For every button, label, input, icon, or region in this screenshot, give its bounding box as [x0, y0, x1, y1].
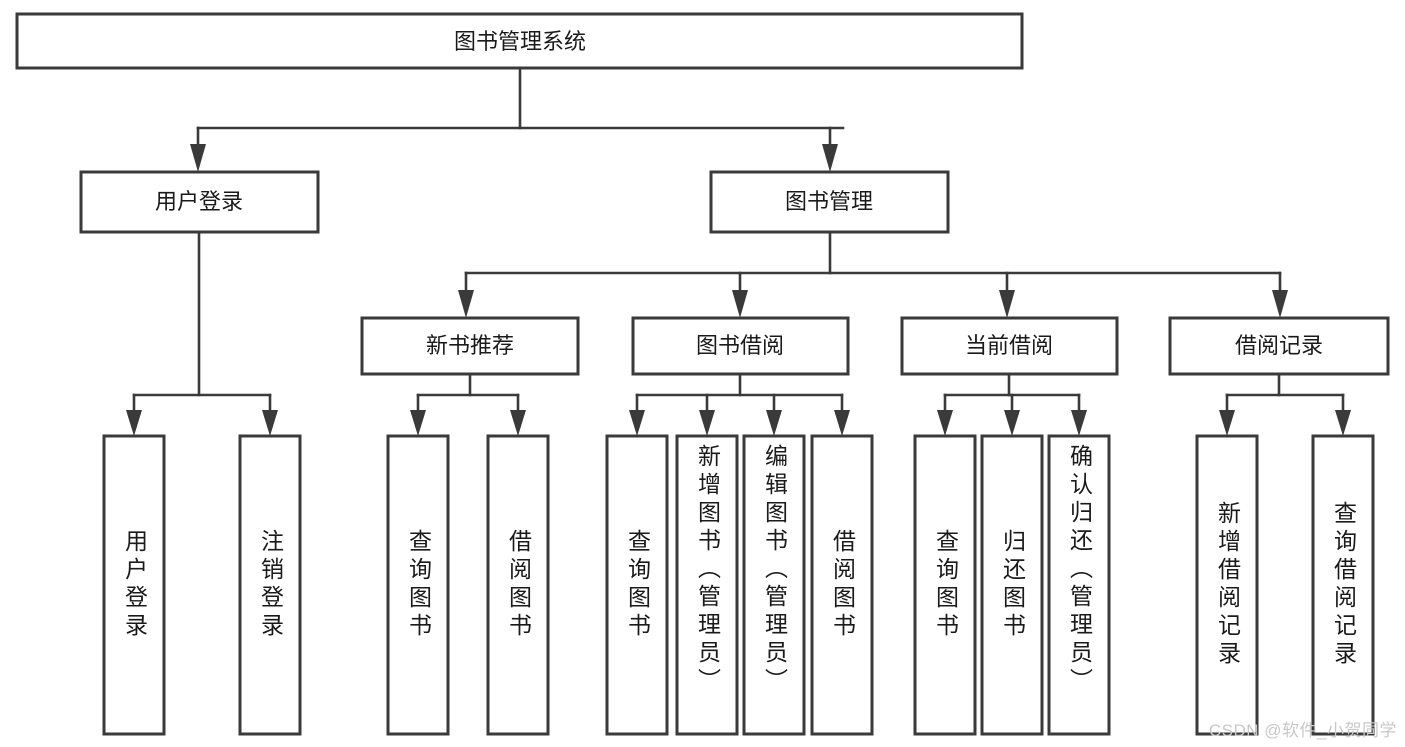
node-book-borrow-label: 图书借阅 [696, 333, 784, 358]
leaf-rect-add-book[interactable] [675, 434, 739, 736]
node-root-label: 图书管理系统 [454, 29, 586, 54]
node-user-login[interactable]: 用户登录 [79, 170, 320, 234]
connector-newbook-to-leaves [410, 372, 526, 436]
leaf-rect-query-book-bor[interactable] [605, 434, 669, 736]
leaf-rect-return-book[interactable] [980, 434, 1044, 736]
node-borrow-record[interactable]: 借阅记录 [1168, 316, 1390, 376]
leaf-rect-edit-book[interactable] [742, 434, 806, 736]
node-new-book-recommend[interactable]: 新书推荐 [360, 316, 580, 376]
node-book-manage-label: 图书管理 [785, 189, 873, 214]
connector-bookmanage-to-level3 [458, 231, 1288, 318]
leaf-rect-borrow-book-rec[interactable] [486, 434, 550, 736]
leaf-rects [102, 434, 1375, 736]
connector-currentborrow-to-leaves [937, 372, 1087, 436]
connector-borrowrecord-to-leaves [1219, 372, 1351, 436]
node-borrow-record-label: 借阅记录 [1235, 333, 1323, 358]
node-current-borrow-label: 当前借阅 [965, 333, 1053, 358]
node-new-book-recommend-label: 新书推荐 [426, 333, 514, 358]
watermark: CSDN @软件_小贺同学 [1208, 721, 1397, 740]
connector-userlogin-to-leaves [126, 231, 278, 436]
leaf-rect-query-record[interactable] [1311, 434, 1375, 736]
leaf-rect-logout[interactable] [238, 434, 302, 736]
leaf-rect-add-record[interactable] [1195, 434, 1259, 736]
leaf-rect-borrow-book-bor[interactable] [810, 434, 874, 736]
leaf-rect-query-book-rec[interactable] [386, 434, 450, 736]
connector-root-to-level2 [190, 67, 845, 172]
leaf-rect-confirm-return[interactable] [1047, 434, 1111, 736]
connector-bookborrow-to-leaves [629, 372, 850, 436]
node-book-borrow[interactable]: 图书借阅 [631, 316, 850, 376]
node-root[interactable]: 图书管理系统 [15, 12, 1024, 70]
leaf-rect-user-login[interactable] [102, 434, 166, 736]
node-current-borrow[interactable]: 当前借阅 [900, 316, 1119, 376]
node-user-login-label: 用户登录 [155, 189, 243, 214]
leaf-rect-query-book-cur[interactable] [913, 434, 977, 736]
node-book-manage[interactable]: 图书管理 [709, 170, 950, 234]
